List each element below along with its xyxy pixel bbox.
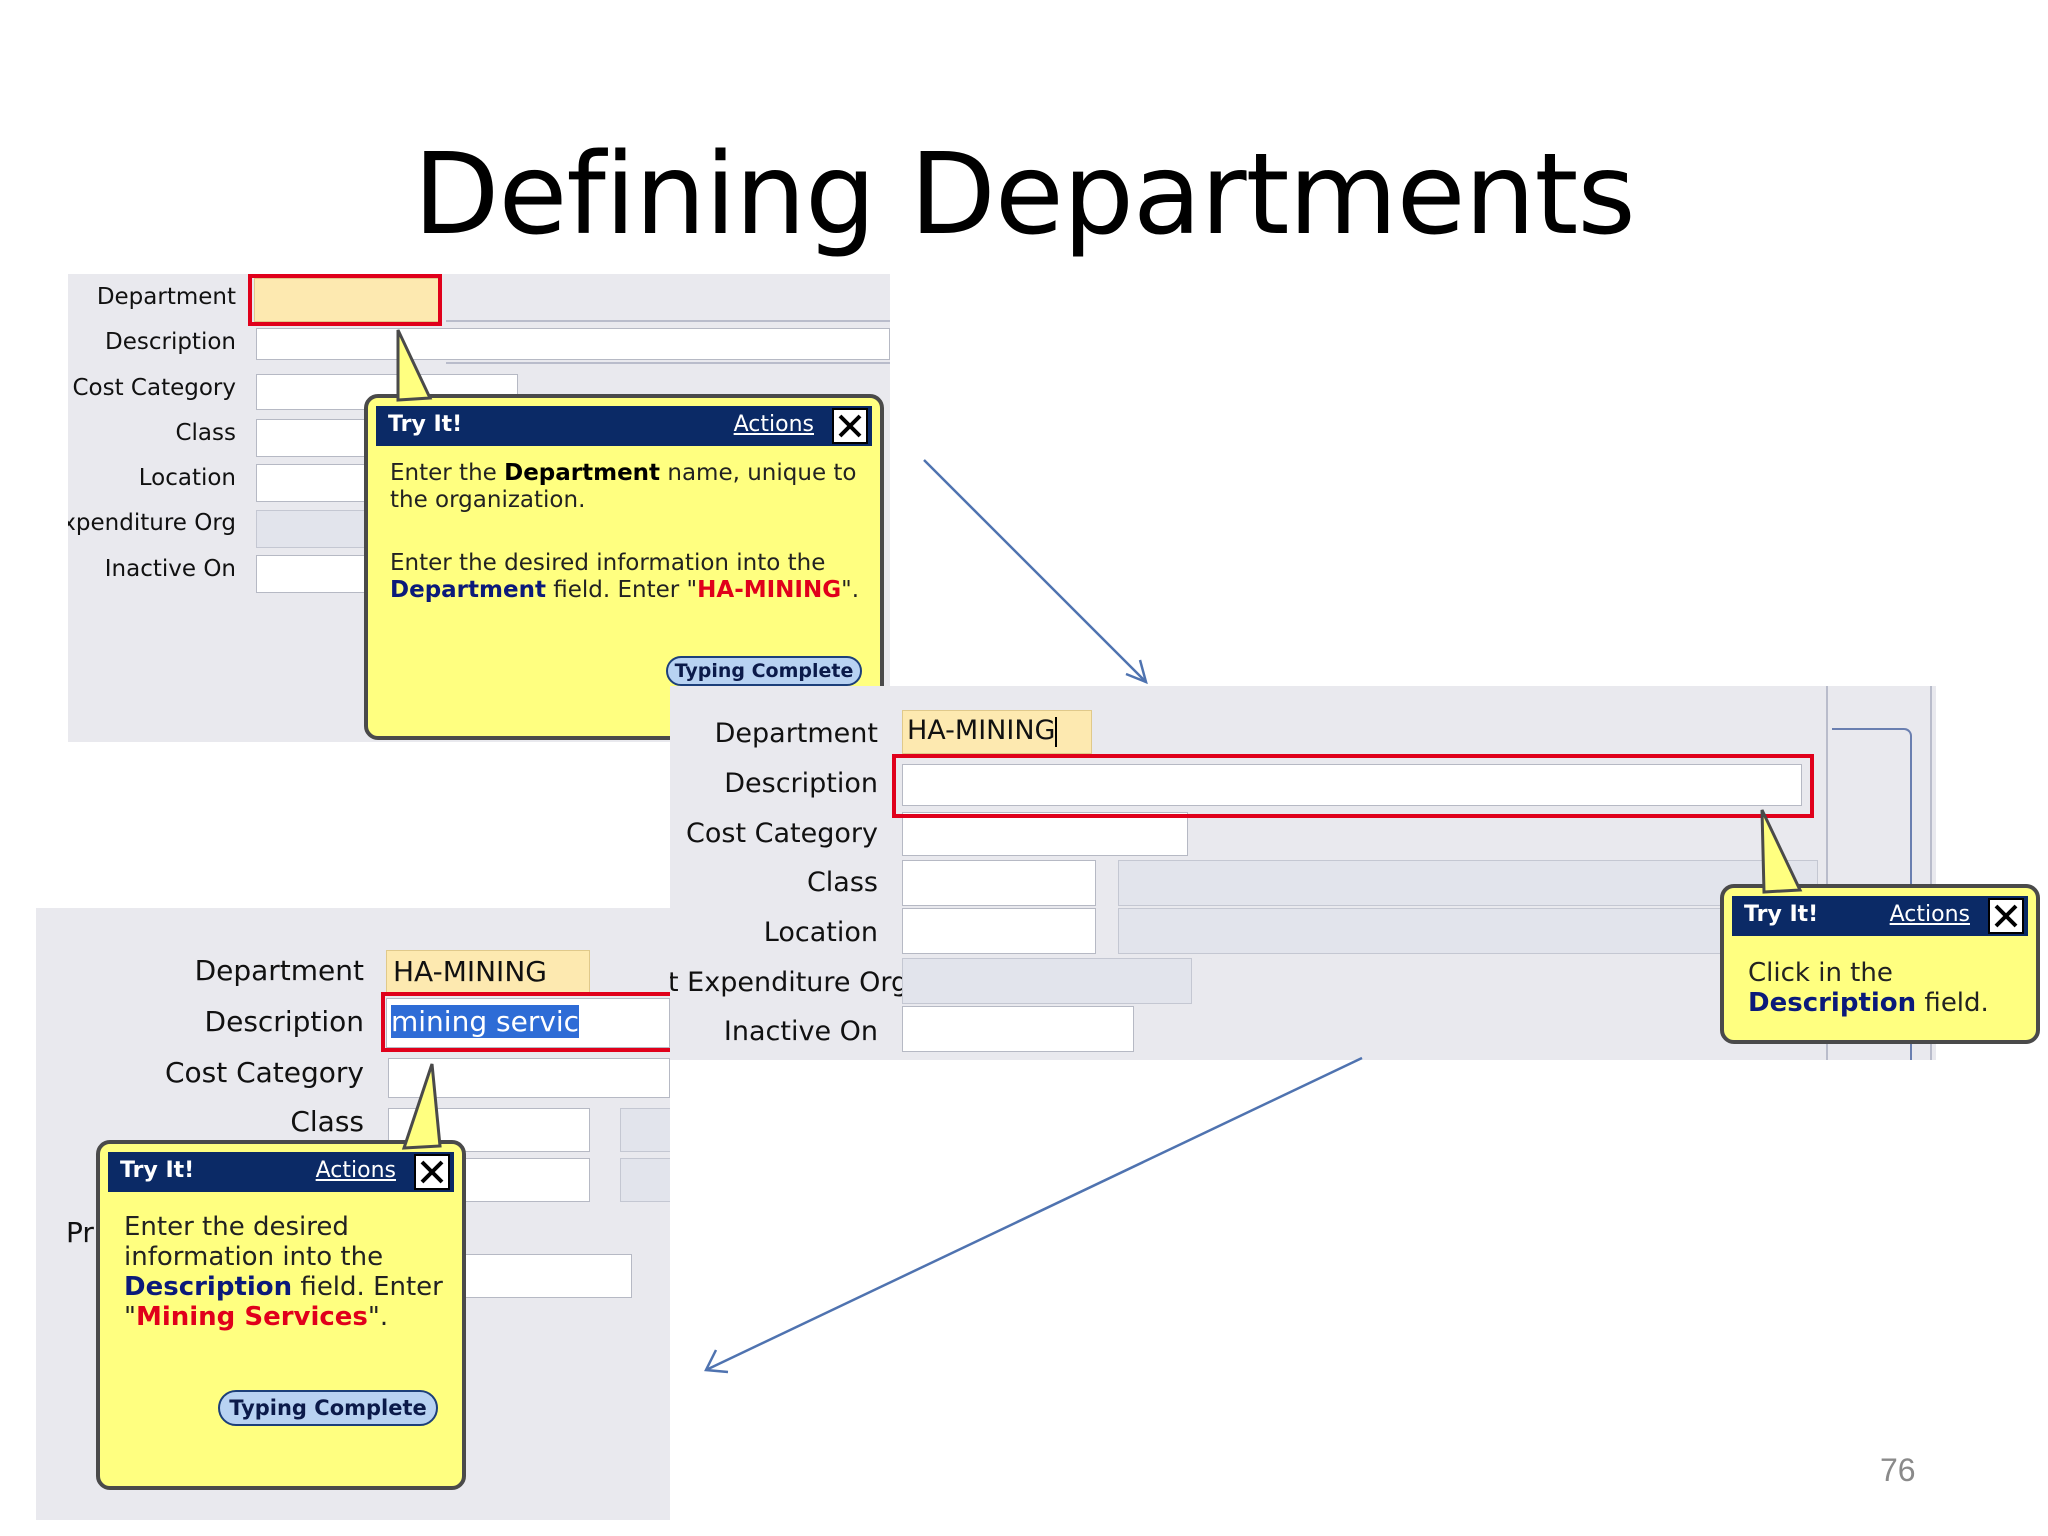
class-description-field [1118,860,1818,906]
class-field[interactable] [902,860,1096,906]
cost-category-label: Cost Category [72,375,236,401]
expenditure-org-label: t Expenditure Org [670,967,909,998]
arrow-to-step-3 [704,1056,1363,1374]
description-field[interactable] [256,328,890,360]
inactive-on-label: Inactive On [104,556,236,582]
form-divider [1930,686,1932,1060]
balloon-actions-link[interactable]: Actions [1889,902,1970,927]
description-label: Description [204,1005,364,1038]
location-field[interactable] [902,908,1096,954]
cost-category-label: Cost Category [686,818,878,849]
balloon-instruction: Enter the desired information into the D… [124,1212,443,1332]
slide-title: Defining Departments [413,130,1636,260]
class-label: Class [290,1105,364,1138]
description-field-highlight [381,992,670,1052]
class-description-field [620,1108,670,1152]
location-description-field [1118,908,1818,954]
balloon-pointer [401,1063,442,1150]
department-field[interactable]: HA-MINING [902,710,1092,754]
close-icon[interactable] [832,408,868,444]
balloon-pointer [1760,809,1803,894]
form-divider [446,362,890,364]
page-number: 76 [1880,1452,1916,1488]
location-description-field [620,1158,670,1202]
department-label: Department [714,718,878,749]
description-label: Description [724,768,878,799]
location-label: Location [763,917,878,948]
balloon-header-bar: Try It! Actions [1732,896,2028,936]
description-field-value: mining servic [391,1005,580,1038]
department-field[interactable] [254,278,440,322]
description-label: Description [105,329,236,355]
balloon-actions-link[interactable]: Actions [315,1158,396,1183]
balloon-actions-link[interactable]: Actions [733,412,814,437]
class-label: Class [806,867,878,898]
form-panel-step-2: Department Description Cost Category Cla… [670,686,1936,1060]
location-field[interactable] [256,464,376,502]
typing-complete-button[interactable]: Typing Complete [666,656,862,686]
cost-category-label: Cost Category [164,1056,364,1089]
department-field-highlight [248,274,442,326]
balloon-pointer [396,329,433,402]
department-label: Department [194,954,364,987]
balloon-header-title: Try It! [388,412,463,437]
class-label: Class [175,420,236,446]
description-field-highlight [892,754,1814,818]
arrow-to-step-2 [923,459,1148,685]
department-field-value: HA-MINING [907,715,1056,746]
balloon-header-bar: Try It! Actions [108,1152,454,1192]
close-icon[interactable] [414,1154,450,1190]
cost-category-field[interactable] [902,812,1188,856]
balloon-header-title: Try It! [1744,902,1819,927]
inactive-on-field[interactable] [902,1006,1134,1052]
project-label: Pr [66,1216,94,1249]
tryit-balloon-step-1: Try It! Actions Enter the Department nam… [364,394,884,740]
expenditure-org-label: Expenditure Org [68,510,236,536]
description-field[interactable] [902,764,1802,806]
balloon-instruction: Click in the Description field. [1748,958,1989,1018]
class-field[interactable] [256,419,376,457]
location-label: Location [138,465,236,491]
close-icon[interactable] [1988,898,2024,934]
form-divider [1826,686,1828,1060]
text-cursor [1055,716,1058,747]
tryit-balloon-step-3: Try It! Actions Enter the desired inform… [96,1140,466,1490]
balloon-header-title: Try It! [120,1158,195,1183]
inactive-on-field[interactable] [256,555,376,593]
tryit-balloon-step-2: Try It! Actions Click in the Description… [1720,884,2040,1044]
description-field[interactable]: mining servic [386,998,670,1048]
typing-complete-button[interactable]: Typing Complete [218,1390,438,1426]
balloon-header-bar: Try It! Actions [376,406,872,446]
form-divider [446,320,890,322]
inactive-on-label: Inactive On [723,1016,878,1047]
department-label: Department [96,284,236,310]
expenditure-org-field [902,958,1192,1004]
balloon-instruction-2: Enter the desired information into the D… [390,550,860,603]
expenditure-org-field [256,510,376,548]
balloon-instruction-1: Enter the Department name, unique to the… [390,460,857,513]
